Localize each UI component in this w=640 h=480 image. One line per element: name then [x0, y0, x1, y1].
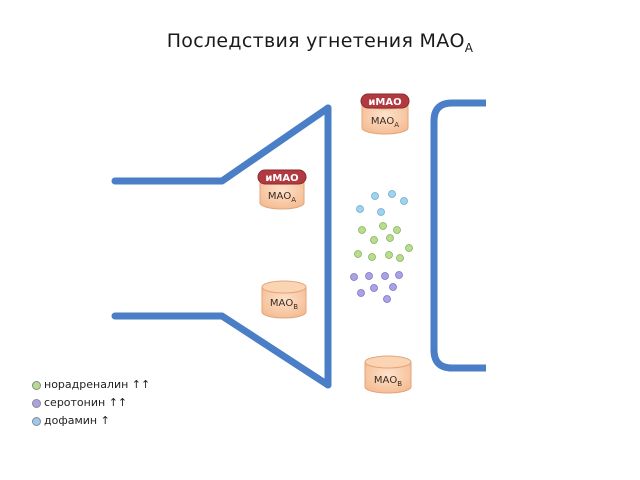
noradrenaline-molecule [370, 236, 378, 244]
serotonin-molecule [370, 284, 378, 292]
enzyme-label: МАО [270, 298, 293, 309]
dopamine-molecule [371, 192, 379, 200]
title-main: Последствия угнетения МАО [166, 30, 465, 52]
noradrenaline-molecule [405, 244, 413, 252]
inhibitor-label: иМАО [368, 97, 401, 108]
serotonin-molecule [357, 289, 365, 297]
legend-dot-icon [32, 380, 41, 390]
neurotransmitter-molecules [350, 190, 413, 303]
svg-text:МАОA: МАОA [268, 191, 296, 204]
enzyme-mao-a-presynaptic: МАОA иМАО [257, 169, 307, 210]
enzyme-label: МАО [374, 375, 397, 386]
inhibitor-badge [257, 169, 307, 185]
noradrenaline-molecule [396, 254, 404, 262]
noradrenaline-molecule [385, 251, 393, 259]
serotonin-molecule [365, 272, 373, 280]
svg-text:МАОA: МАОA [371, 116, 399, 129]
legend-label: дофамин ↑ [44, 414, 110, 427]
noradrenaline-molecule [358, 226, 366, 234]
dopamine-molecule [388, 190, 396, 198]
enzyme-mao-b-synaptic: МАОB [364, 355, 412, 394]
serotonin-molecule [395, 271, 403, 279]
legend-dot-icon [32, 398, 41, 408]
dopamine-molecule [400, 197, 408, 205]
dopamine-molecules [356, 190, 408, 216]
legend-item-noradrenaline: норадреналин ↑↑ [32, 376, 150, 394]
noradrenaline-molecule [379, 222, 387, 230]
legend: норадреналин ↑↑ серотонин ↑↑ дофамин ↑ [32, 376, 150, 430]
svg-text:МАОB: МАОB [374, 375, 402, 388]
legend-item-serotonin: серотонин ↑↑ [32, 394, 150, 412]
enzyme-subscript: B [293, 303, 298, 311]
noradrenaline-molecule [368, 253, 376, 261]
inhibitor-label: иМАО [265, 173, 298, 184]
legend-dot-icon [32, 416, 41, 426]
noradrenaline-molecule [393, 226, 401, 234]
page-title: Последствия угнетения МАОA [0, 30, 640, 55]
serotonin-molecules [350, 271, 403, 303]
serotonin-molecule [389, 283, 397, 291]
enzyme-subscript: A [291, 196, 296, 204]
noradrenaline-molecules [354, 222, 413, 262]
enzyme-subscript: B [397, 380, 402, 388]
enzyme-label: МАО [371, 116, 394, 127]
dopamine-molecule [377, 208, 385, 216]
enzyme-mao-a-synaptic: МАОA иМАО [360, 93, 410, 135]
postsynaptic-membrane [430, 99, 486, 372]
title-subscript: A [464, 40, 474, 55]
enzyme-subscript: A [394, 121, 399, 129]
svg-text:МАОB: МАОB [270, 298, 298, 311]
legend-label: норадреналин ↑↑ [44, 378, 151, 391]
serotonin-molecule [350, 273, 358, 281]
legend-item-dopamine: дофамин ↑ [32, 412, 150, 430]
presynaptic-membrane-lower [111, 312, 332, 389]
noradrenaline-molecule [354, 250, 362, 258]
serotonin-molecule [381, 272, 389, 280]
noradrenaline-molecule [386, 234, 394, 242]
serotonin-molecule [383, 295, 391, 303]
legend-label: серотонин ↑↑ [44, 396, 128, 409]
inhibitor-badge [360, 93, 410, 109]
dopamine-molecule [356, 205, 364, 213]
enzyme-label: МАО [268, 191, 291, 202]
enzyme-mao-b-presynaptic: МАОB [261, 280, 307, 319]
